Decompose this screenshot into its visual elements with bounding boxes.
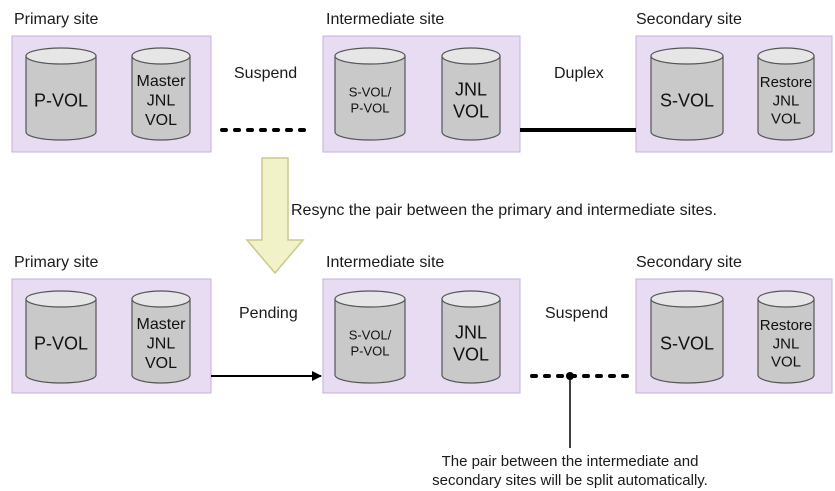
- cylinder-top: [650, 47, 724, 65]
- bottom-pvol-cylinder: P-VOL: [25, 290, 97, 384]
- volume-label-line: S-VOL: [660, 333, 714, 353]
- cylinder-body: [334, 298, 406, 384]
- volume-label-line: VOL: [145, 112, 177, 129]
- volume-label-line: S-VOL/: [349, 85, 392, 100]
- cylinder-top: [650, 290, 724, 308]
- cylinder-top: [334, 47, 406, 65]
- volume-label-line: JNL: [773, 92, 800, 109]
- cylinder-body: [334, 55, 406, 141]
- cylinder-body: [25, 298, 97, 384]
- cylinder-top: [25, 47, 97, 65]
- cylinder-body: [650, 55, 724, 141]
- volume-label-line: P-VOL: [350, 100, 389, 115]
- cylinder-top: [757, 290, 815, 308]
- cylinder-top: [441, 290, 501, 308]
- bottom-secondary-site-label: Secondary site: [636, 254, 742, 271]
- cylinder-body: [650, 298, 724, 384]
- resync-instruction: Resync the pair between the primary and …: [291, 202, 717, 219]
- cylinder-top: [25, 290, 97, 308]
- volume-label-line: S-VOL/: [349, 328, 392, 343]
- cylinder-top: [757, 47, 815, 65]
- volume-label-line: Restore: [760, 317, 813, 334]
- top-secondary-site-label: Secondary site: [636, 11, 742, 28]
- cylinder-body: [757, 298, 815, 384]
- bottom-link2-status: Suspend: [545, 305, 608, 322]
- cylinder-body: [131, 298, 191, 384]
- volume-label-line: JNL: [147, 336, 176, 353]
- volume-label-line: JNL: [455, 79, 487, 99]
- top-primary-site-label: Primary site: [14, 11, 99, 28]
- volume-label-line: Master: [137, 316, 187, 333]
- volume-label-line: VOL: [145, 355, 177, 372]
- volume-label-line: S-VOL: [660, 90, 714, 110]
- callout-note-line-1: The pair between the intermediate and: [442, 453, 699, 470]
- top-link2-status: Duplex: [554, 65, 604, 82]
- bottom-svol-pvol-cylinder: S-VOL/P-VOL: [334, 290, 406, 384]
- resync-arrow: [245, 157, 305, 275]
- volume-label-line: P-VOL: [34, 333, 88, 353]
- bottom-link1-status: Pending: [239, 305, 298, 322]
- cylinder-body: [131, 55, 191, 141]
- cylinder-top: [334, 290, 406, 308]
- volume-label-line: P-VOL: [350, 343, 389, 358]
- volume-label-line: VOL: [771, 354, 801, 371]
- bottom-primary-site-label: Primary site: [14, 254, 99, 271]
- cylinder-top: [131, 290, 191, 308]
- volume-label-line: P-VOL: [34, 90, 88, 110]
- cylinder-top: [441, 47, 501, 65]
- bottom-intermediate-site-label: Intermediate site: [326, 254, 444, 271]
- cylinder-top: [131, 47, 191, 65]
- volume-label-line: VOL: [771, 111, 801, 128]
- cylinder-body: [25, 55, 97, 141]
- volume-label-line: Restore: [760, 74, 813, 91]
- volume-label-line: Master: [137, 73, 187, 90]
- volume-label-line: JNL: [147, 93, 176, 110]
- cylinder-body: [441, 55, 501, 141]
- bottom-svol-cylinder: S-VOL: [650, 290, 724, 384]
- top-link1-status: Suspend: [234, 65, 297, 82]
- top-svol-cylinder: S-VOL: [650, 47, 724, 141]
- callout-note-line-2: secondary sites will be split automatica…: [432, 472, 708, 489]
- top-intermediate-site-label: Intermediate site: [326, 11, 444, 28]
- cylinder-body: [757, 55, 815, 141]
- top-svol-pvol-cylinder: S-VOL/P-VOL: [334, 47, 406, 141]
- top-pvol-cylinder: P-VOL: [25, 47, 97, 141]
- volume-label-line: VOL: [453, 101, 489, 121]
- volume-label-line: VOL: [453, 344, 489, 364]
- volume-label-line: JNL: [773, 335, 800, 352]
- volume-label-line: JNL: [455, 322, 487, 342]
- cylinder-body: [441, 298, 501, 384]
